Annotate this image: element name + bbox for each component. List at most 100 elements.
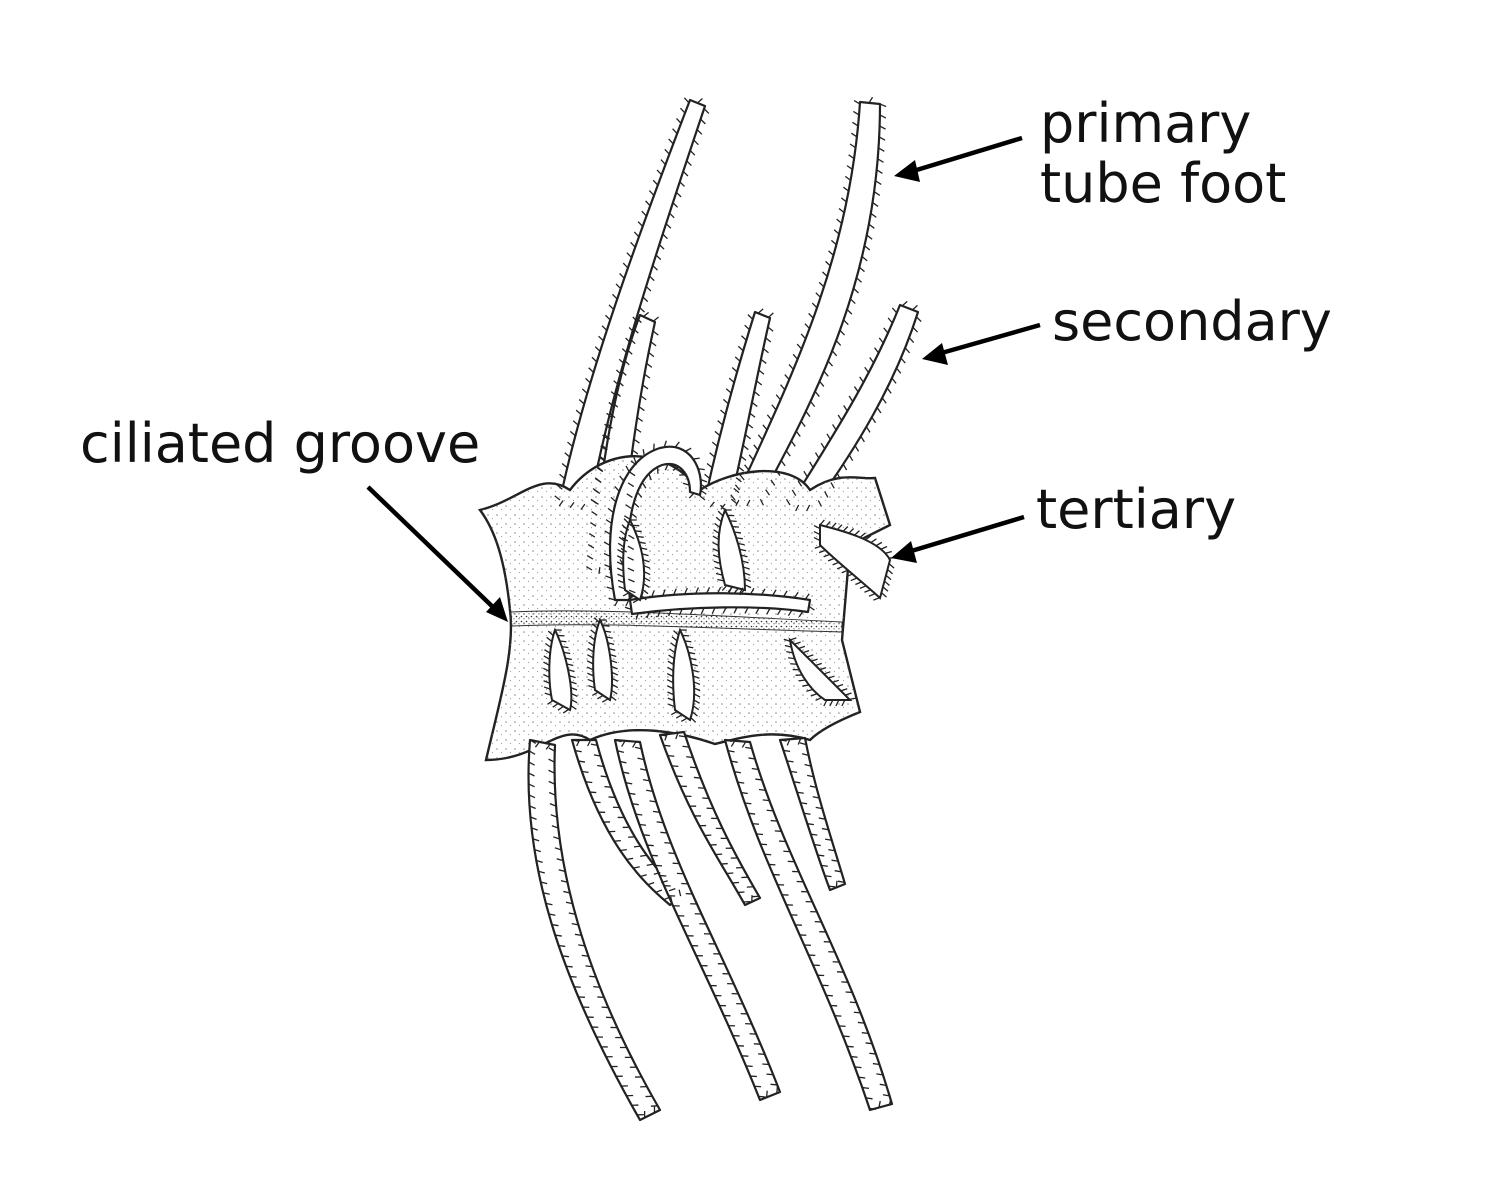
spine — [844, 692, 852, 696]
spine — [569, 675, 576, 679]
spine — [557, 705, 564, 711]
spine — [660, 831, 668, 834]
spine — [556, 858, 564, 862]
spine — [629, 471, 636, 477]
spine — [819, 666, 827, 671]
spine — [672, 466, 679, 471]
spine — [693, 776, 701, 779]
spine — [544, 649, 551, 654]
spine — [611, 683, 619, 689]
arrow-ciliated-groove-head — [486, 597, 508, 622]
spine — [570, 686, 578, 691]
spine — [854, 530, 860, 536]
spine — [841, 699, 846, 707]
spine — [649, 800, 657, 803]
spine — [580, 503, 586, 510]
spine — [606, 636, 613, 639]
spine — [639, 307, 645, 313]
spine — [666, 672, 674, 678]
spine — [711, 441, 718, 447]
spine — [531, 827, 538, 831]
spine — [663, 896, 671, 901]
spine — [606, 586, 614, 590]
spine — [544, 692, 552, 696]
spine — [546, 636, 553, 642]
spine — [695, 587, 700, 594]
spine — [550, 814, 558, 818]
spine — [885, 550, 892, 554]
spine — [610, 659, 618, 664]
spine — [625, 599, 630, 607]
spine — [553, 836, 560, 840]
spine — [657, 610, 661, 618]
spine — [623, 515, 631, 520]
spine — [675, 714, 683, 719]
spine — [760, 843, 768, 846]
spine — [765, 337, 772, 343]
spine — [859, 585, 867, 589]
spine — [625, 337, 631, 344]
spine — [607, 507, 614, 514]
spine — [668, 654, 675, 660]
spine — [667, 691, 674, 696]
spine — [617, 548, 624, 554]
spine — [846, 573, 853, 578]
spine — [706, 463, 713, 469]
spine — [634, 746, 642, 750]
spine — [665, 223, 672, 229]
spine — [795, 504, 800, 512]
spine — [802, 684, 810, 687]
spine — [717, 510, 724, 517]
spine — [656, 169, 663, 176]
spine — [796, 791, 804, 794]
spine — [834, 870, 842, 873]
spine — [593, 489, 601, 494]
spine — [791, 489, 797, 496]
spine — [645, 200, 651, 207]
spine — [733, 487, 740, 494]
spine — [728, 377, 735, 384]
spine — [740, 554, 748, 558]
spine — [730, 494, 736, 501]
spine — [730, 760, 738, 763]
spine — [693, 681, 701, 686]
spine — [573, 986, 581, 988]
spine — [696, 98, 703, 104]
spine — [607, 642, 615, 645]
spine — [565, 657, 572, 661]
spine — [613, 380, 620, 386]
spine — [616, 555, 624, 560]
spine — [784, 644, 792, 648]
spine — [598, 335, 604, 342]
spine — [636, 416, 644, 422]
spine — [737, 542, 745, 546]
spine — [838, 208, 845, 214]
spine — [849, 1001, 857, 1004]
spine — [670, 642, 677, 648]
spine — [551, 923, 559, 927]
spine — [761, 588, 766, 595]
spine — [563, 651, 571, 655]
label-ciliated-groove: ciliated groove — [80, 412, 481, 475]
spine — [581, 388, 588, 394]
spine — [679, 107, 686, 114]
spine — [800, 802, 808, 805]
spine — [596, 694, 604, 700]
spine — [735, 477, 742, 483]
spine — [640, 547, 648, 551]
spine — [704, 473, 711, 480]
spine — [623, 518, 630, 524]
spine — [632, 449, 639, 455]
spine — [885, 574, 892, 581]
spine — [572, 420, 579, 426]
spine — [602, 624, 610, 627]
spine — [870, 212, 877, 218]
spine — [664, 842, 672, 844]
spine — [880, 545, 888, 550]
spine — [788, 657, 795, 660]
spine — [804, 323, 810, 329]
spine — [804, 763, 812, 767]
spine — [547, 700, 554, 705]
spine — [689, 149, 696, 156]
spine — [891, 307, 898, 314]
